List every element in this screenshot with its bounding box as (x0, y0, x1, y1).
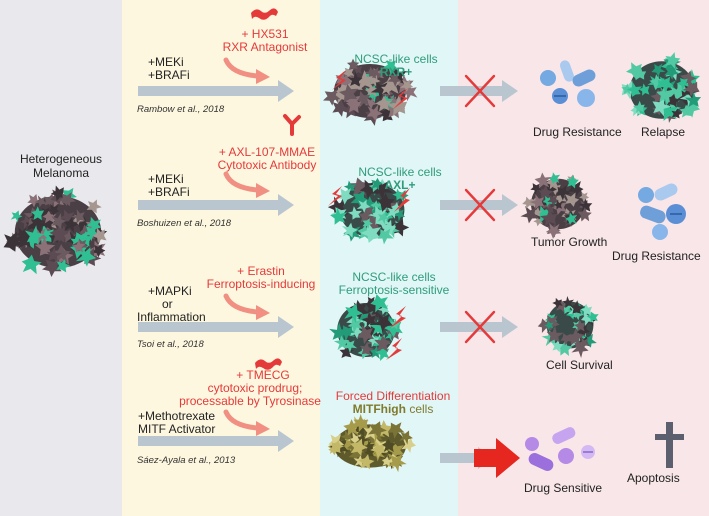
treatment-1-line1: + HX531 (241, 27, 289, 41)
lightning-bolt-icon (390, 306, 406, 328)
cells-label: cells (405, 402, 434, 416)
tumor-growth-cluster (519, 171, 596, 240)
curved-arrow-1 (223, 57, 261, 79)
prodrug-icon (255, 358, 282, 370)
apoptosis-cross-icon (655, 422, 684, 468)
treatment-arrow-3 (138, 316, 294, 338)
treatment-4-line3: processable by Tyrosinase (179, 394, 321, 408)
treatment-3-line2: Ferroptosis-inducing (206, 277, 316, 291)
ncsc-rxr-cluster (320, 56, 420, 128)
mitf-high-differentiated-cluster (326, 412, 418, 475)
treatment-arrows (138, 80, 294, 452)
mitf-high-label: MITFhigh (352, 402, 406, 416)
drug-1-line2: +BRAFi (148, 68, 190, 82)
treatment-2-line2: Cytotoxic Antibody (217, 158, 317, 172)
relapse-tumor-cluster (616, 51, 705, 125)
ncsc-ferroptosis-cluster (326, 293, 405, 363)
lightning-bolts (328, 70, 410, 360)
treatment-4-line1: + TMECG (236, 368, 290, 382)
treatment-1-line2: RXR Antagonist (222, 40, 308, 54)
melanoma-title-line2: Melanoma (32, 166, 90, 180)
drug-4-line2: MITF Activator (138, 422, 216, 436)
curved-arrow-4 (223, 409, 261, 431)
treatment-3-line1: + Erastin (237, 264, 285, 278)
treatment-arrow-1 (138, 80, 294, 102)
treatment-arrow-4 (138, 430, 294, 452)
outcome-1a: Drug Resistance (533, 125, 622, 139)
cell-state-3-line1: NCSC-like cells (352, 270, 436, 284)
outcome-4b: Apoptosis (627, 471, 680, 485)
ncsc-axl-cluster (325, 175, 411, 247)
cell-state-1-line1: NCSC-like cells (354, 52, 438, 66)
melanoma-title-line1: Heterogeneous (19, 152, 103, 166)
citation-3: Tsoi et al., 2018 (137, 339, 204, 350)
curved-arrow-heads (256, 69, 270, 436)
drug-3-line1: +MAPKi (148, 284, 192, 298)
curved-arrow-2 (223, 171, 261, 193)
cell-survival-cluster (536, 295, 602, 360)
heterogeneous-melanoma-cluster (0, 183, 111, 280)
lightning-bolt-icon (392, 88, 408, 110)
drug-pills-icon (540, 60, 596, 107)
cell-state-3-line2: Ferroptosis-sensitive (338, 283, 450, 297)
outcome-2b: Drug Resistance (612, 249, 701, 263)
cross-icon (464, 74, 496, 108)
drug-4-line1: +Methotrexate (138, 409, 216, 423)
treatment-4-line2: cytotoxic prodrug; (207, 381, 303, 395)
citation-2: Boshuizen et al., 2018 (137, 218, 232, 229)
cell-state-2-line1: NCSC-like cells (358, 165, 442, 179)
drug-1-line1: +MEKi (148, 55, 184, 69)
drug-pills-icon (638, 183, 686, 240)
lightning-bolt-icon (328, 186, 342, 206)
drug-pills-icon (525, 427, 595, 471)
cell-state-4-line2: MITFhigh cells (328, 402, 458, 416)
red-block-arrow (474, 438, 520, 478)
blocked-marks (464, 74, 496, 344)
outcome-3a: Cell Survival (546, 358, 613, 372)
rxr-antagonist-icon (251, 8, 278, 20)
lightning-bolt-icon (332, 70, 346, 90)
cell-state-2-line2: AXL+ (384, 178, 416, 192)
drug-2-line2: +BRAFi (148, 185, 190, 199)
outcome-1b: Relapse (641, 125, 686, 139)
citation-4: Sáez-Ayala et al., 2013 (137, 455, 236, 466)
antibody-icon (283, 114, 301, 136)
drug-3-line2: or (162, 297, 173, 311)
drug-2-line1: +MEKi (148, 172, 184, 186)
cell-state-1-line2: RXR+ (379, 65, 413, 79)
lightning-bolt-icon (394, 188, 410, 212)
treatment-2-line1: + AXL-107-MMAE (218, 145, 316, 159)
cross-icon (464, 188, 496, 222)
outcome-2a: Tumor Growth (531, 235, 608, 249)
citation-1: Rambow et al., 2018 (137, 104, 225, 115)
cell-state-4-line1: Forced Differentiation (335, 389, 451, 403)
cross-icon (464, 310, 496, 344)
curved-add-arrows (223, 57, 261, 431)
lightning-bolt-icon (386, 338, 402, 360)
drug-3-line3: Inflammation (137, 310, 206, 324)
treatment-arrow-2 (138, 194, 294, 216)
outcome-4a: Drug Sensitive (524, 481, 603, 495)
curved-arrow-3 (223, 293, 261, 315)
